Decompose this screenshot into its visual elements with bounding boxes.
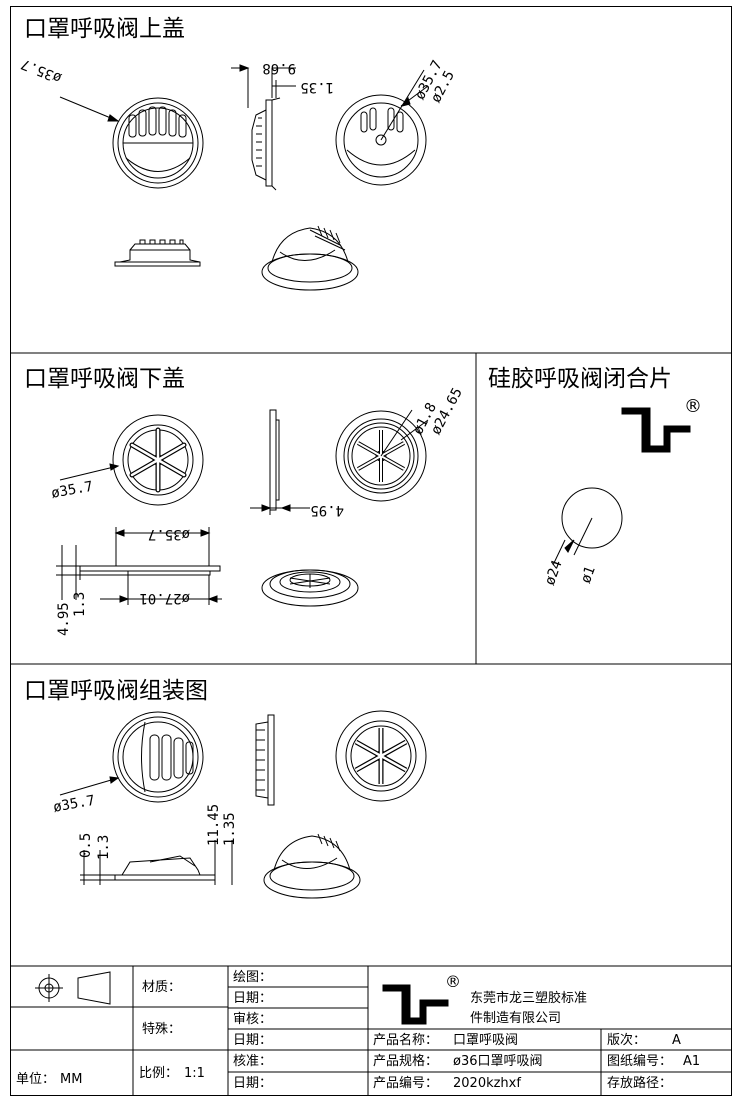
dim-lower-d5: ø27.01 — [139, 590, 190, 606]
lower-side-view — [270, 410, 279, 515]
dim-upper-h2: 1.35 — [300, 79, 334, 95]
date-label-2: 日期： — [233, 1033, 273, 1048]
assembly-3d-view — [264, 834, 360, 898]
drawing-no-label: 图纸编号： — [607, 1054, 673, 1069]
storage-label: 存放路径： — [607, 1076, 673, 1091]
lower-3d-view — [262, 570, 358, 606]
upper-rear-view — [336, 95, 426, 185]
drawing-no-value: A1 — [683, 1054, 701, 1069]
upper-3d-view — [262, 226, 358, 290]
section-title-upper-cover: 口罩呼吸阀上盖 — [24, 16, 185, 42]
review-label: 审核： — [233, 1012, 273, 1027]
drawing-sheet — [10, 6, 732, 1096]
lower-rear-view — [336, 411, 426, 501]
material-label: 材质： — [142, 980, 182, 995]
scale-label: 比例： — [139, 1066, 179, 1081]
date-label-3: 日期： — [233, 1076, 273, 1091]
product-no-label: 产品编号： — [373, 1076, 439, 1091]
unit-value: MM — [60, 1072, 83, 1087]
title-block-lines — [10, 966, 732, 1096]
company-line2: 件制造有限公司 — [470, 1011, 562, 1026]
product-name-value: 口罩呼吸阀 — [453, 1033, 519, 1048]
assembly-rear-view — [336, 711, 426, 801]
section-title-assembly: 口罩呼吸阀组装图 — [24, 678, 208, 704]
projection-symbol — [35, 972, 110, 1004]
logo-registered-mark-titleblock: ® — [445, 972, 461, 991]
version-value: A — [672, 1033, 681, 1048]
special-label: 特殊： — [142, 1022, 182, 1037]
dim-upper-h1: 9.68 — [262, 60, 296, 76]
dim-lower-h1: 4.95 — [56, 602, 72, 636]
lower-front-view — [113, 415, 203, 505]
dim-lower-h2: 1.3 — [72, 591, 88, 617]
section-title-disc: 硅胶呼吸阀闭合片 — [488, 366, 672, 392]
assembly-profile-view — [115, 856, 215, 880]
logo-mark-titleblock — [383, 985, 448, 1024]
scale-value: 1:1 — [184, 1066, 205, 1081]
approve-label: 核准： — [233, 1054, 273, 1069]
product-spec-label: 产品规格： — [373, 1054, 439, 1069]
dim-assembly-h4: 1.3 — [96, 834, 112, 860]
dim-lower-d4: ø35.7 — [147, 526, 190, 542]
logo-mark-disc — [622, 408, 690, 452]
upper-front-view — [113, 98, 203, 188]
version-label: 版次： — [607, 1033, 647, 1048]
section-title-lower-cover: 口罩呼吸阀下盖 — [24, 366, 185, 392]
product-spec-value: ø36口罩呼吸阀 — [453, 1054, 543, 1069]
upper-profile-view — [115, 240, 200, 266]
date-label-1: 日期： — [233, 991, 273, 1006]
assembly-side-view — [256, 715, 274, 805]
assembly-front-view — [113, 712, 203, 802]
lower-profile-view — [80, 566, 220, 580]
product-name-label: 产品名称： — [373, 1033, 439, 1048]
unit-label: 单位： — [16, 1072, 56, 1087]
product-no-value: 2020kzhxf — [453, 1076, 521, 1091]
upper-side-view — [252, 98, 280, 190]
logo-registered-mark: ® — [684, 396, 702, 417]
disc-view — [553, 488, 622, 565]
dim-lower-w1: 4.95 — [310, 502, 344, 518]
draw-label: 绘图： — [233, 970, 273, 985]
dim-assembly-h3: 0.5 — [78, 832, 94, 858]
dim-assembly-h2: 1.35 — [222, 812, 238, 846]
company-line1: 东莞市龙三塑胶标准 — [470, 991, 588, 1006]
dim-assembly-h1: 11.45 — [206, 803, 222, 846]
